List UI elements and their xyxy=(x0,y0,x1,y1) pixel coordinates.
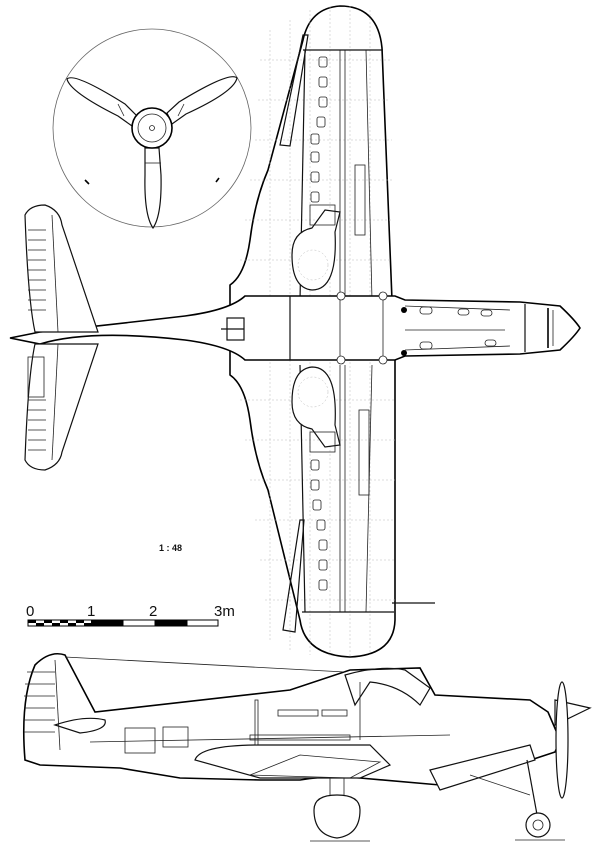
scale-tick-3m: 3m xyxy=(214,603,235,620)
plan-view xyxy=(9,5,581,658)
side-view xyxy=(22,652,592,842)
scale-tick-2: 2 xyxy=(149,603,158,620)
scale-tick-1: 1 xyxy=(87,603,96,620)
scale-tick-0: 0 xyxy=(26,603,35,620)
propeller-front-view xyxy=(52,28,252,230)
scale-bar xyxy=(27,619,219,627)
scale-ratio-label: 1 : 48 xyxy=(159,543,183,553)
